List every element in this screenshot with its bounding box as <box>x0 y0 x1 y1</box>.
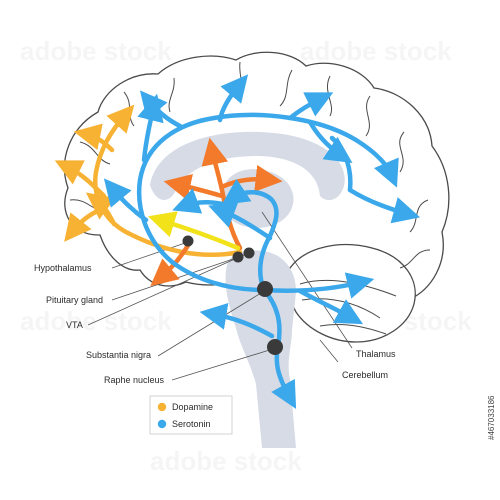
legend-dopamine-swatch <box>157 402 167 412</box>
raphe-nucleus-lower <box>267 339 283 355</box>
substantia-nigra-nucleus <box>232 251 244 263</box>
serotonin-pathway <box>347 187 421 224</box>
serotonin-pathway <box>103 178 149 223</box>
serotonin-pathway <box>307 119 353 163</box>
serotonin-pathway <box>287 92 334 121</box>
substantia-nigra-nucleus <box>243 247 255 259</box>
cerebellum-fold <box>319 323 387 335</box>
serotonin-pathway <box>136 112 359 293</box>
structure-labels: Hypothalamus Pituitary gland VTA Substan… <box>34 263 396 385</box>
label-thalamus: Thalamus <box>356 349 396 359</box>
watermark-text: adobe stock <box>150 446 302 476</box>
dopamine-yellow-pathways <box>147 211 241 251</box>
label-pituitary-gland: Pituitary gland <box>46 295 103 305</box>
dopamine-pathways <box>54 104 243 257</box>
dopamine-pathway <box>73 123 115 153</box>
label-cerebellum: Cerebellum <box>342 370 388 380</box>
label-vta: VTA <box>66 320 83 330</box>
stock-image-id: #467033186 <box>487 395 496 440</box>
watermark-text: adobe stock <box>20 36 172 66</box>
corpus-callosum <box>150 131 345 201</box>
legend-serotonin-swatch <box>157 419 167 429</box>
serotonin-pathway <box>353 137 399 188</box>
legend: Dopamine Serotonin <box>149 395 233 435</box>
watermark-text: adobe stock <box>300 36 452 66</box>
nuclei <box>182 235 283 355</box>
label-raphe-nucleus: Raphe nucleus <box>104 375 165 385</box>
legend-serotonin-label: Serotonin <box>172 419 211 429</box>
dopamine-pathway <box>85 192 117 227</box>
legend-dopamine-label: Dopamine <box>172 402 213 412</box>
serotonin-pathway <box>208 202 273 241</box>
serotonin-pathway <box>297 288 364 325</box>
serotonin-pathway <box>199 303 275 339</box>
serotonin-pathway <box>137 93 164 163</box>
serotonin-pathway <box>172 188 235 214</box>
vta-nucleus <box>182 235 194 247</box>
serotonin-pathway <box>221 178 279 293</box>
raphe-nucleus-upper <box>257 281 273 297</box>
serotonin-pathway <box>261 272 375 299</box>
label-hypothalamus: Hypothalamus <box>34 263 92 273</box>
serotonin-pathway <box>217 74 249 123</box>
label-substantia-nigra: Substantia nigra <box>86 350 151 360</box>
dopamine-pathway <box>147 211 241 251</box>
